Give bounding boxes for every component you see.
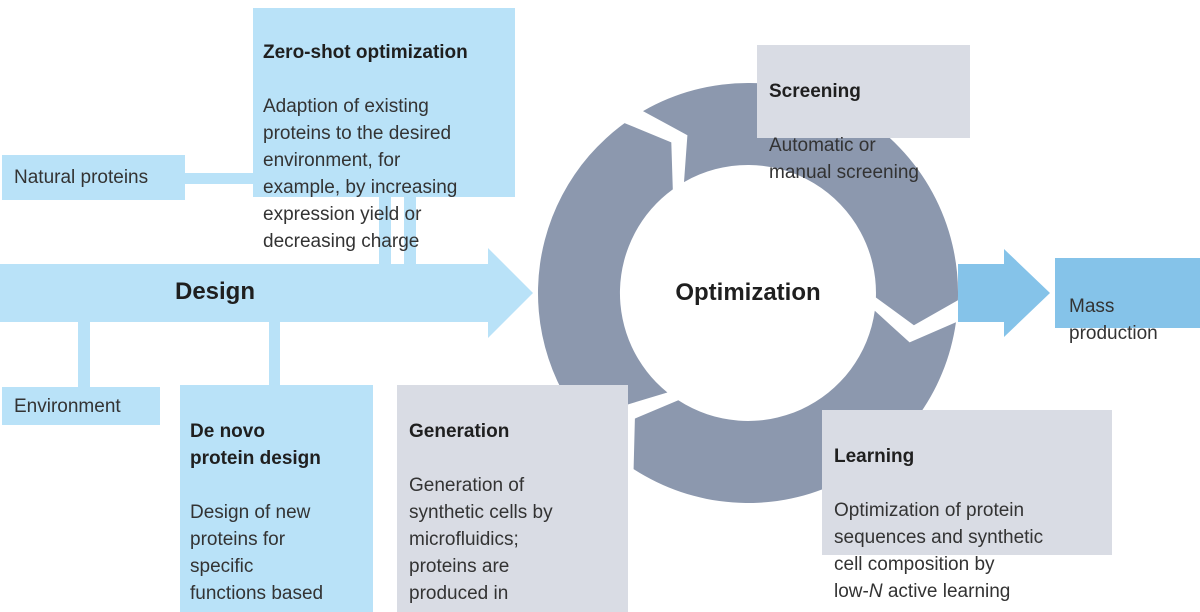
learning-body-post: active learning	[882, 581, 1011, 602]
cycle-segment-screening	[643, 82, 959, 326]
environment-box: Environment	[2, 387, 160, 425]
natural-proteins-label: Natural proteins	[14, 167, 149, 188]
de-novo-body: Design of new proteins for specific func…	[190, 502, 324, 612]
connector-arrow-to-denovo	[269, 321, 280, 386]
connector-arrow-to-environment	[78, 321, 90, 388]
zero-shot-title: Zero-shot optimization	[263, 42, 468, 63]
connector-natural-to-zeroshot	[185, 173, 253, 184]
connector-zeroshot-to-arrow-left	[379, 196, 391, 266]
learning-body-italic-n: N	[868, 581, 883, 602]
screening-box: Screening Automatic or manual screening	[757, 45, 970, 183]
learning-box: Learning Optimization of protein sequenc…	[822, 410, 1112, 602]
cycle-segment-generation	[537, 123, 673, 457]
zero-shot-optimization-box: Zero-shot optimization Adaption of exist…	[253, 8, 515, 252]
mass-production-arrow	[958, 249, 1050, 337]
learning-body-pre: Optimization of protein sequences and sy…	[834, 500, 1044, 602]
connector-zeroshot-to-arrow-right	[404, 196, 416, 266]
zero-shot-body: Adaption of existing proteins to the des…	[263, 96, 458, 252]
design-arrow	[0, 248, 533, 338]
environment-label: Environment	[14, 395, 121, 417]
screening-body: Automatic or manual screening	[769, 135, 919, 183]
design-arrow-label: Design	[174, 278, 255, 305]
generation-box: Generation Generation of synthetic cells…	[397, 385, 628, 612]
learning-title: Learning	[834, 446, 915, 467]
optimization-center-label: Optimization	[675, 279, 821, 306]
natural-proteins-box: Natural proteins	[2, 155, 185, 200]
generation-title: Generation	[409, 421, 510, 442]
learning-body: Optimization of protein sequences and sy…	[834, 497, 1100, 605]
de-novo-title: De novo protein design	[190, 421, 321, 469]
generation-body: Generation of synthetic cells by microfl…	[409, 475, 553, 612]
screening-title: Screening	[769, 81, 861, 102]
de-novo-protein-design-box: De novo protein design Design of new pro…	[180, 385, 373, 612]
mass-production-box: Mass production	[1055, 258, 1200, 344]
mass-production-label: Mass production	[1069, 296, 1158, 344]
